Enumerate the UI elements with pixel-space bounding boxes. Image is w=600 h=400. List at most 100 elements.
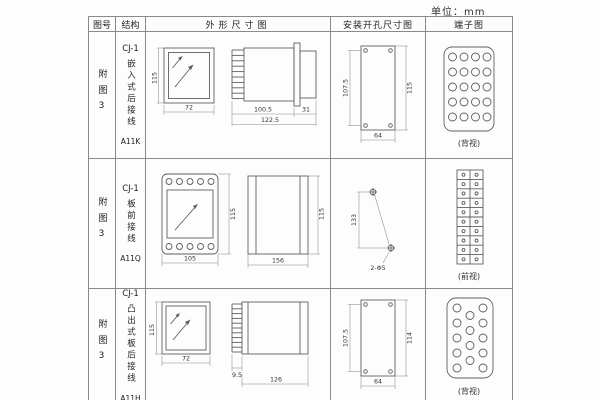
cutout-view	[360, 299, 396, 377]
dim-label-hole-spacing: 133	[351, 213, 358, 225]
dim-label-cutout-height: 115	[407, 82, 414, 94]
mounting-drawing-a11q: 133 2-Φ5	[351, 187, 395, 272]
dim-label-depth: 156	[272, 257, 284, 264]
terminal-strip	[456, 169, 484, 264]
dim-height: 115	[152, 47, 164, 104]
terminal-block	[443, 46, 495, 132]
dim-label-width: 72	[182, 355, 190, 362]
front-view	[163, 47, 215, 104]
structure-cell: CJ-1 嵌入式后接线 A11K	[115, 31, 146, 159]
model-label: CJ-1	[122, 184, 139, 194]
model-label: CJ-1	[122, 44, 139, 54]
outline-drawing-a11h: 115 72	[149, 301, 309, 387]
terminal-drawing-a11h	[446, 297, 494, 379]
col-header-fig: 图号	[88, 16, 116, 32]
dim-depths: 100.5 31 122.5	[231, 100, 317, 126]
terminal-drawing-cell: (前视)	[425, 158, 513, 289]
mounting-drawing-a11h: 107.5 114 64	[343, 299, 414, 389]
terminal-view-caption: (背视)	[457, 139, 481, 148]
model-label: CJ-1	[122, 289, 139, 299]
outline-drawing-a11q: 105 115 156	[161, 173, 326, 268]
unit-label: 单位：mm	[431, 7, 486, 18]
terminal-drawing-cell: (背视)	[425, 288, 513, 400]
code-label: A11H	[120, 393, 141, 400]
figure-cell: 附图3	[88, 158, 116, 289]
figure-cell: 附图3	[88, 288, 116, 400]
dim-height: 115	[149, 301, 162, 355]
dim-label-depth: 126	[270, 376, 282, 383]
figure-cell: 附图3	[88, 31, 116, 159]
side-view	[247, 175, 309, 254]
col-header-mounting: 安装开孔尺寸图	[330, 16, 426, 32]
outline-drawing-cell: 105 115 156	[145, 158, 331, 289]
outline-drawing-a11k: 115 72	[152, 42, 317, 126]
dim-width: 72	[161, 355, 211, 366]
mounting-drawing-cell: 107.5 114 64	[330, 288, 426, 400]
side-view	[231, 301, 309, 355]
table-row-a11q: 附图3 CJ-1 板前接线 A11Q	[88, 158, 513, 289]
front-view	[161, 301, 211, 355]
terminal-view-caption: (前视)	[457, 271, 481, 281]
dim-label-width: 72	[185, 105, 193, 112]
mounting-drawing-cell: 107.5 115 64	[330, 31, 426, 159]
dim-label-depth-total: 122.5	[261, 117, 279, 124]
dim-hole-spacing: 107.5	[343, 50, 361, 126]
structure-cell: CJ-1 凸出式板后接线 A11H	[115, 288, 146, 400]
dim-height-side: 115	[308, 175, 326, 254]
dim-label-hole-spacing: 107.5	[343, 79, 350, 97]
dim-label-height: 115	[149, 324, 156, 336]
outline-drawing-cell: 115 72	[145, 31, 331, 159]
mounting-drawing-a11k: 107.5 115 64	[343, 45, 414, 143]
dim-label-front: 31	[302, 107, 310, 114]
code-label: A11K	[120, 137, 141, 146]
side-view	[231, 42, 317, 107]
code-label: A11Q	[120, 254, 141, 263]
outline-drawing-cell: 115 72	[145, 288, 331, 400]
front-view	[161, 173, 219, 254]
dim-label-depth-body: 100.5	[254, 107, 272, 114]
mounting-drawing-cell: 133 2-Φ5	[330, 158, 426, 289]
col-header-outline: 外形尺寸图	[145, 16, 331, 32]
terminal-view-caption: (背视)	[457, 386, 481, 396]
dim-width: 72	[163, 105, 215, 115]
dim-cutout-height: 115	[395, 45, 414, 131]
dim-cutout-height: 114	[395, 299, 414, 377]
dim-label-height: 115	[152, 72, 159, 84]
terminal-drawing-cell: (背视)	[425, 31, 513, 159]
dim-height-front: 115	[218, 173, 237, 254]
structure-label: 板前接线	[125, 199, 136, 245]
structure-label: 凸出式板后接线	[125, 304, 136, 385]
col-header-terminal: 端子图	[425, 16, 513, 32]
col-header-structure: 结构	[115, 16, 146, 32]
dim-label-cutout-width: 64	[374, 133, 382, 140]
cutout-view	[360, 45, 396, 131]
dim-cutout-width: 64	[360, 130, 396, 143]
terminal-drawing-a11k	[443, 46, 495, 132]
dim-hole-spacing: 133	[351, 191, 391, 248]
hole-callout-label: 2-Φ5	[370, 265, 385, 272]
dim-cutout-width: 64	[360, 375, 396, 389]
dim-label-height-side: 115	[319, 207, 326, 219]
structure-cell: CJ-1 板前接线 A11Q	[115, 158, 146, 289]
dim-label-hole-spacing: 107.5	[343, 329, 350, 347]
dim-label-cutout-height: 114	[407, 332, 414, 344]
figure-label: 附图3	[96, 319, 107, 369]
dim-hole-spacing: 107.5	[343, 303, 361, 372]
figure-label: 附图3	[96, 68, 107, 118]
structure-label: 嵌入式后接线	[125, 59, 136, 128]
dim-width: 105	[161, 253, 219, 266]
table-row-a11h: 附图3 CJ-1 凸出式板后接线 A11H	[88, 288, 513, 400]
terminal-block	[446, 297, 494, 379]
dim-depth: 156	[247, 253, 309, 268]
table-row-a11k: 附图3 CJ-1 嵌入式后接线 A11K	[88, 31, 513, 159]
terminal-drawing-a11q	[456, 169, 484, 264]
figure-label: 附图3	[96, 197, 107, 246]
header-row: 图号 结构 外形尺寸图 安装开孔尺寸图 端子图	[88, 16, 513, 32]
dim-pin-length: 9.5	[231, 353, 243, 379]
dim-label-height: 115	[230, 207, 237, 219]
dim-label-pin-length: 9.5	[232, 372, 242, 379]
dim-label-cutout-width: 64	[374, 378, 382, 385]
hole-axis	[374, 193, 390, 246]
dim-label-width: 105	[184, 255, 196, 262]
